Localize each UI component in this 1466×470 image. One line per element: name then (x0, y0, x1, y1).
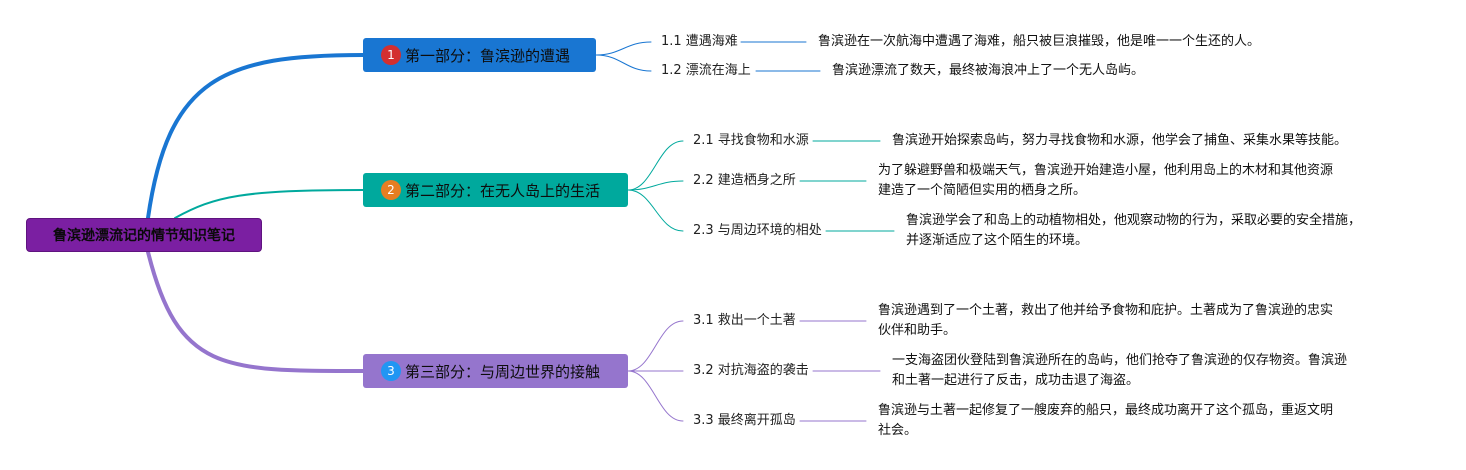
detail-line: 社会。 (878, 423, 918, 438)
branch-topic-label: 第一部分：鲁滨逊的遭遇 (405, 46, 571, 65)
detail-note-3-2[interactable]: 一支海盗团伙登陆到鲁滨逊所在的岛屿，他们抢夺了鲁滨逊的仅存物资。鲁滨逊和土著一起… (892, 351, 1347, 391)
subtopic-2-1[interactable]: 2.1 寻找食物和水源 (693, 133, 809, 148)
subtopic-3-1[interactable]: 3.1 救出一个土著 (693, 313, 796, 328)
root-branch-connector (146, 53, 365, 220)
branch-topic-label: 第二部分：在无人岛上的生活 (405, 181, 601, 200)
detail-note-2-1[interactable]: 鲁滨逊开始探索岛屿，努力寻找食物和水源，他学会了捕鱼、采集水果等技能。 (892, 131, 1347, 151)
detail-line: 鲁滨逊漂流了数天，最终被海浪冲上了一个无人岛屿。 (832, 63, 1145, 78)
subtopic-1-1[interactable]: 1.1 遭遇海难 (661, 34, 738, 49)
priority-badge-icon: 2 (381, 180, 401, 200)
detail-note-3-3[interactable]: 鲁滨逊与土著一起修复了一艘废弃的船只，最终成功离开了这个孤岛，重返文明社会。 (878, 401, 1333, 441)
root-branch-connector (146, 250, 365, 374)
root-topic[interactable]: 鲁滨逊漂流记的情节知识笔记 (26, 218, 262, 252)
subtopic-2-3[interactable]: 2.3 与周边环境的相处 (693, 223, 822, 238)
branch-sub-connector (595, 54, 652, 72)
detail-note-2-3[interactable]: 鲁滨逊学会了和岛上的动植物相处，他观察动物的行为，采取必要的安全措施， 并逐渐适应… (906, 211, 1361, 251)
branch-sub-connector (627, 370, 684, 422)
detail-line: 建造了一个简陋但实用的栖身之所。 (878, 183, 1087, 198)
detail-note-1-1[interactable]: 鲁滨逊在一次航海中遭遇了海难，船只被巨浪摧毁，他是唯一一个生还的人。 (818, 32, 1260, 52)
subtopic-1-2[interactable]: 1.2 漂流在海上 (661, 63, 751, 78)
priority-badge-icon: 1 (381, 45, 401, 65)
subtopic-3-3[interactable]: 3.3 最终离开孤岛 (693, 413, 796, 428)
detail-line: 和土著一起进行了反击，成功击退了海盗。 (892, 373, 1140, 388)
subtopic-3-2[interactable]: 3.2 对抗海盗的袭击 (693, 363, 809, 378)
branch-sub-connector (627, 189, 684, 232)
detail-line: 鲁滨逊学会了和岛上的动植物相处，他观察动物的行为，采取必要的安全措施， (906, 213, 1362, 228)
root-topic-label: 鲁滨逊漂流记的情节知识笔记 (53, 228, 235, 244)
detail-note-2-2[interactable]: 为了躲避野兽和极端天气，鲁滨逊开始建造小屋，他利用岛上的木材和其他资源建造了一个… (878, 161, 1333, 201)
detail-line: 鲁滨逊与土著一起修复了一艘废弃的船只，最终成功离开了这个孤岛，重返文明 (878, 403, 1334, 418)
detail-line: 并逐渐适应了这个陌生的环境。 (906, 233, 1089, 248)
detail-line: 鲁滨逊在一次航海中遭遇了海难，船只被巨浪摧毁，他是唯一一个生还的人。 (818, 34, 1261, 49)
detail-line: 鲁滨逊开始探索岛屿，努力寻找食物和水源，他学会了捕鱼、采集水果等技能。 (892, 133, 1348, 148)
branch-sub-connector (627, 180, 684, 191)
detail-note-1-2[interactable]: 鲁滨逊漂流了数天，最终被海浪冲上了一个无人岛屿。 (832, 61, 1144, 81)
detail-line: 一支海盗团伙登陆到鲁滨逊所在的岛屿，他们抢夺了鲁滨逊的仅存物资。鲁滨逊 (892, 353, 1348, 368)
branch-topic-label: 第三部分：与周边世界的接触 (405, 362, 601, 381)
detail-note-3-1[interactable]: 鲁滨逊遇到了一个土著，救出了他并给予食物和庇护。土著成为了鲁滨逊的忠实伙伴和助手… (878, 301, 1333, 341)
detail-line: 鲁滨逊遇到了一个土著，救出了他并给予食物和庇护。土著成为了鲁滨逊的忠实 (878, 303, 1334, 318)
detail-line: 伙伴和助手。 (878, 323, 957, 338)
branch-sub-connector (627, 140, 684, 191)
branch-sub-connector (595, 41, 652, 56)
subtopic-2-2[interactable]: 2.2 建造栖身之所 (693, 173, 796, 188)
detail-line: 为了躲避野兽和极端天气，鲁滨逊开始建造小屋，他利用岛上的木材和其他资源 (878, 163, 1334, 178)
branch-sub-connector (627, 320, 684, 372)
priority-badge-icon: 3 (381, 361, 401, 381)
root-branch-connector (174, 189, 364, 219)
